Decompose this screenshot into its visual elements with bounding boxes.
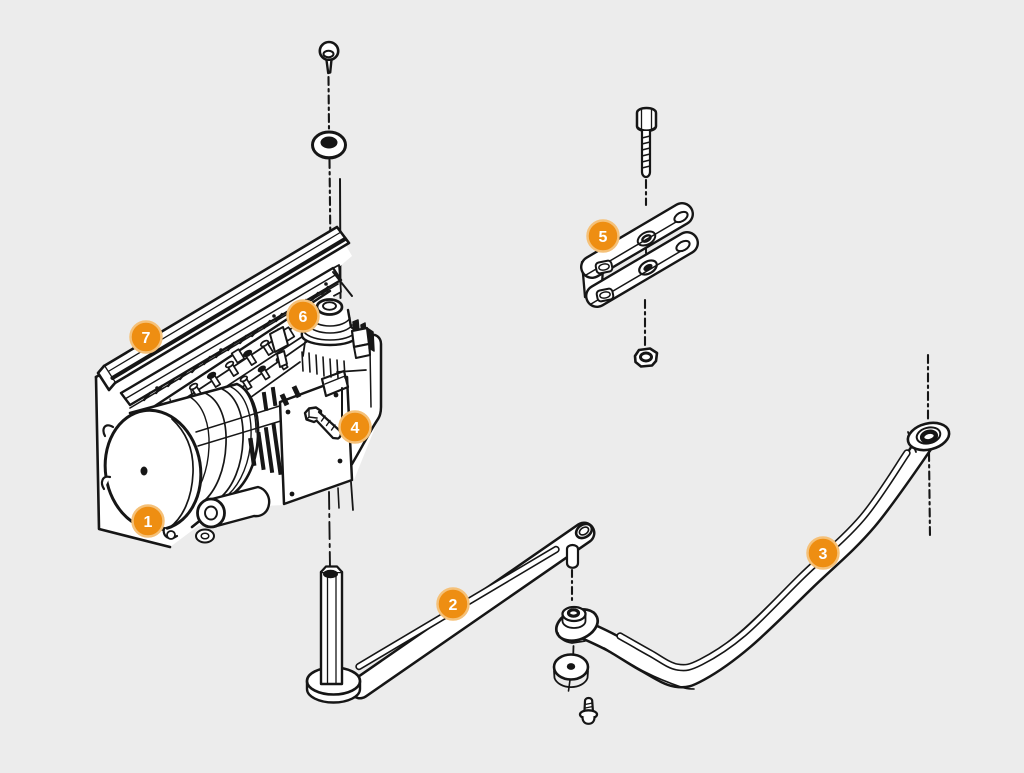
svg-text:3: 3 [819,546,828,563]
svg-text:1: 1 [144,514,153,531]
svg-text:4: 4 [351,420,360,437]
svg-text:5: 5 [599,229,608,246]
svg-text:7: 7 [142,330,151,347]
svg-text:2: 2 [449,597,458,614]
svg-text:6: 6 [299,309,308,326]
